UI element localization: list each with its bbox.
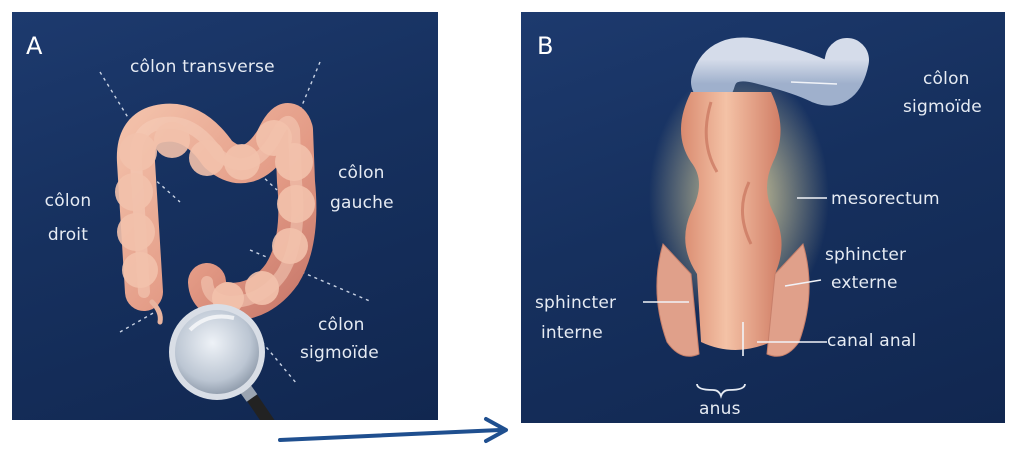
connector-arrow-icon (0, 0, 1013, 457)
